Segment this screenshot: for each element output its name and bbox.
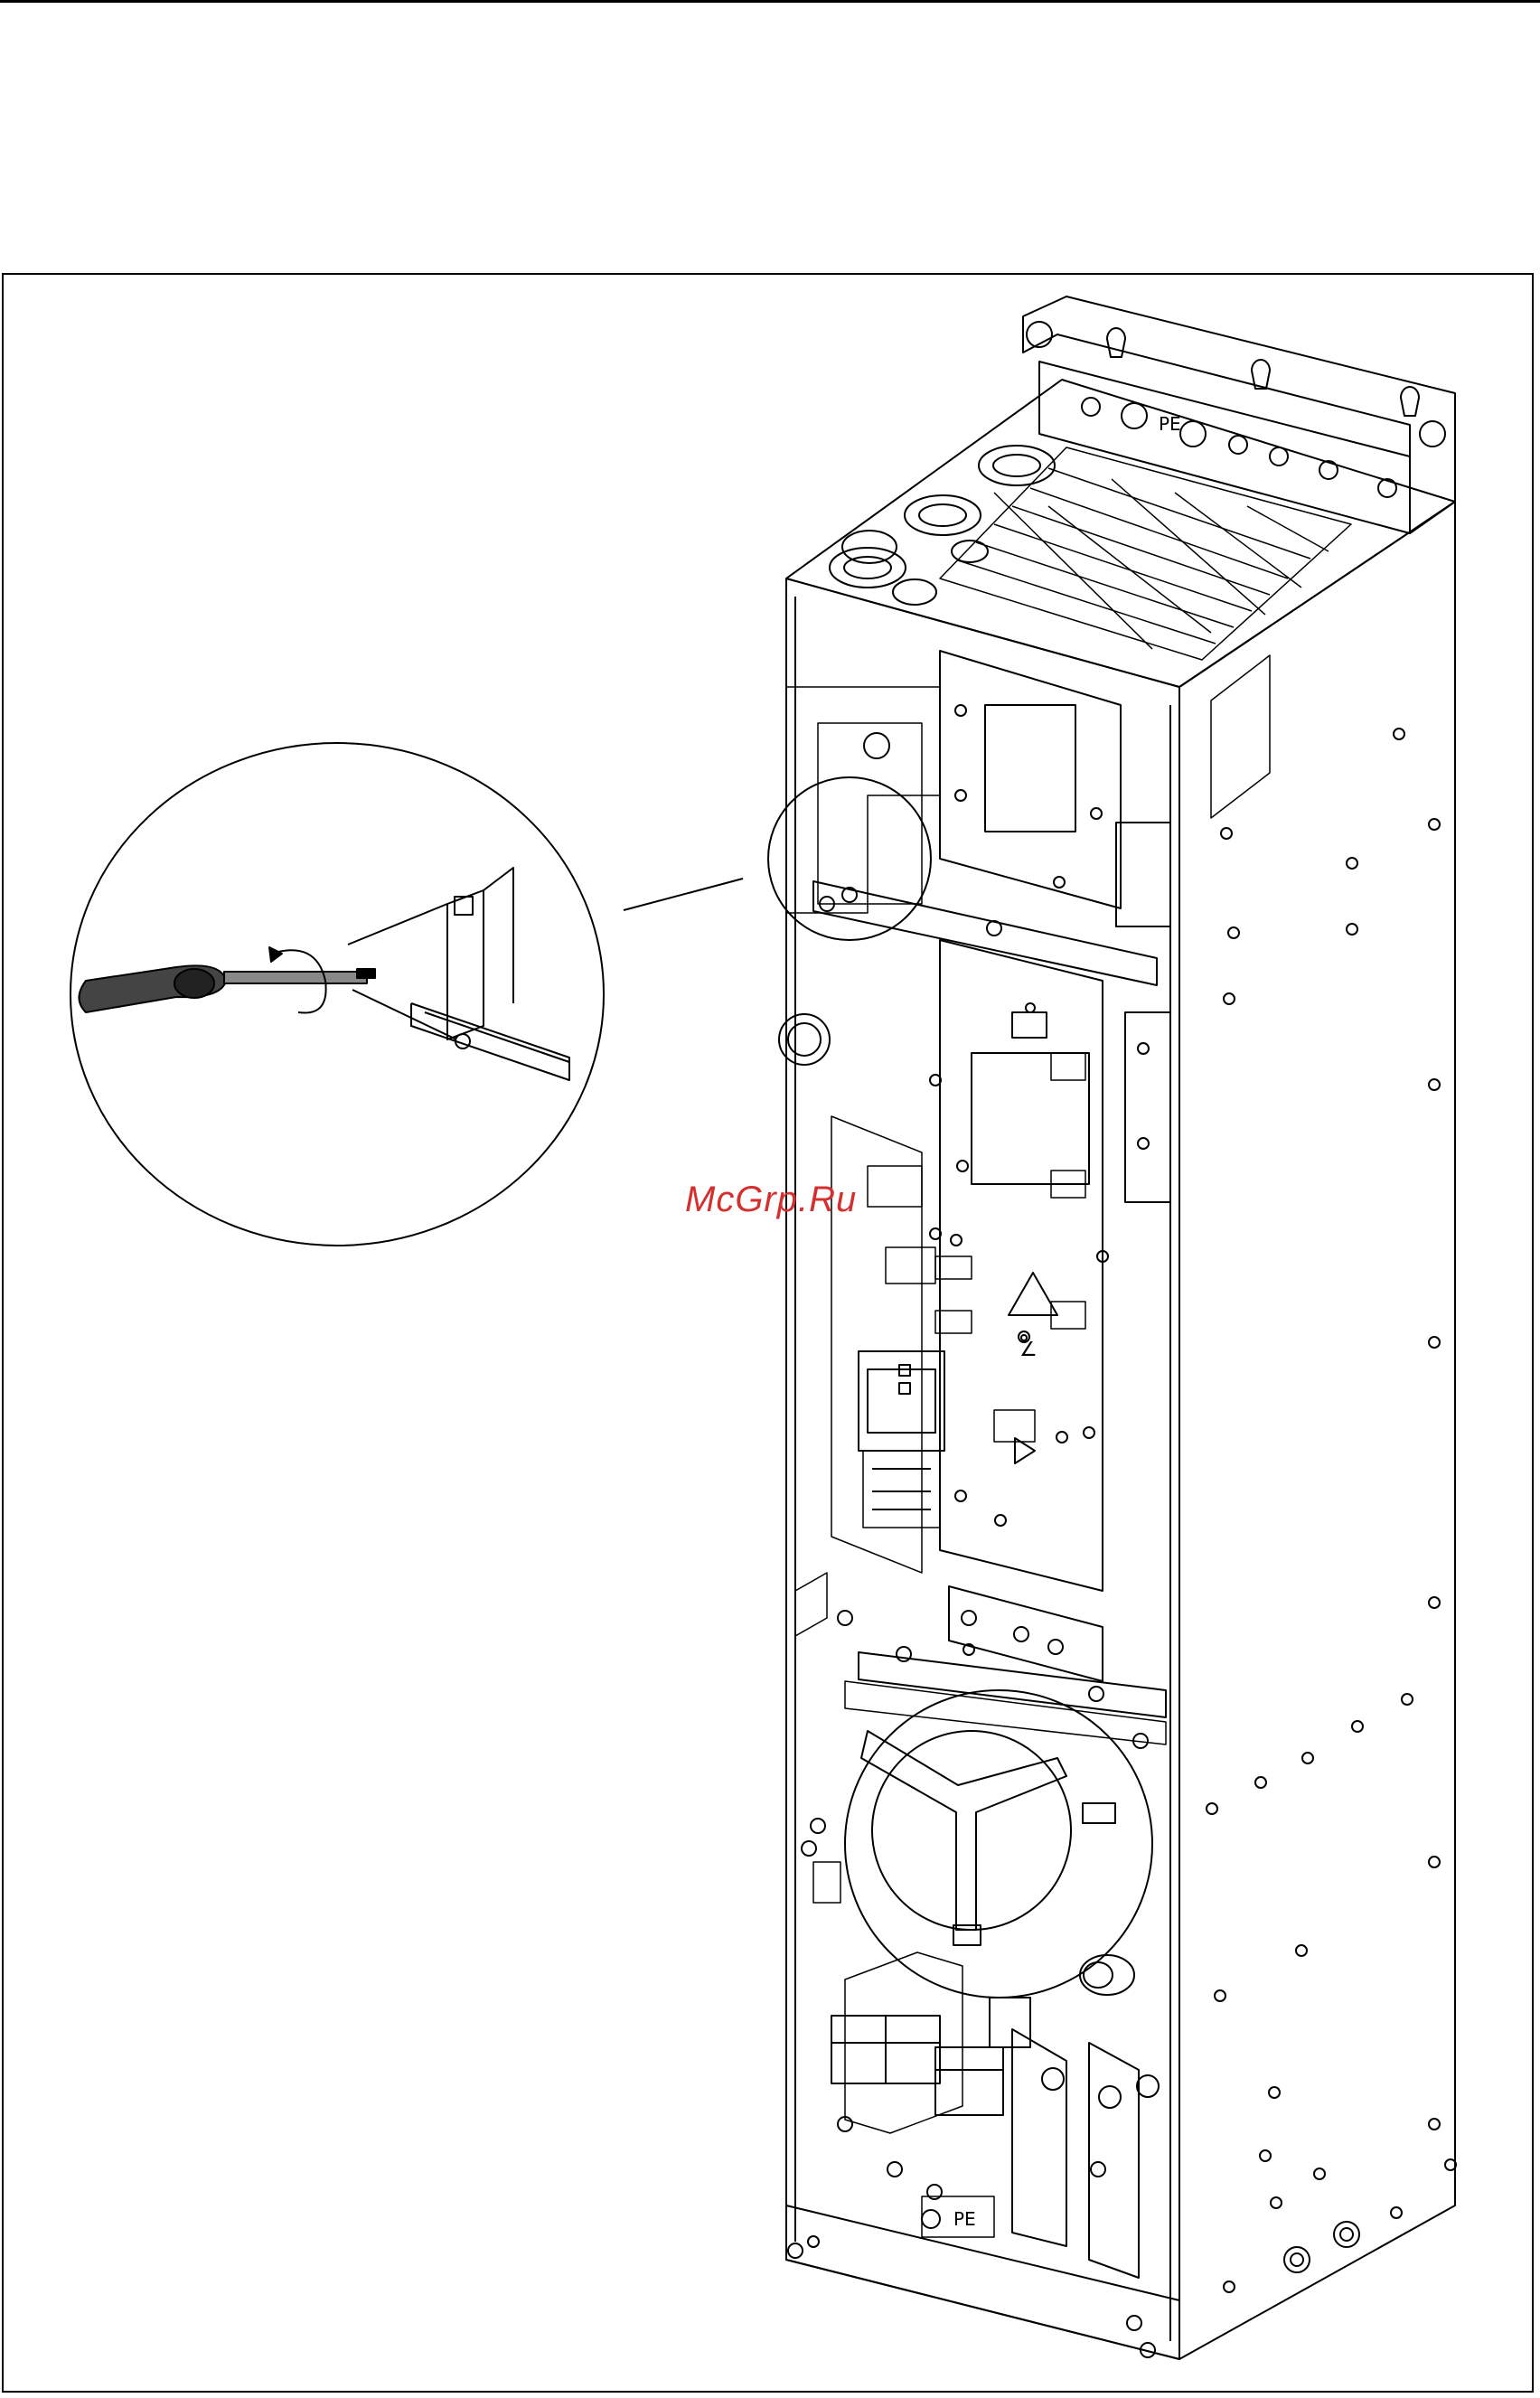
warning-triangle-icon — [1009, 1273, 1057, 1315]
upper-chassis — [786, 651, 1170, 1202]
mounting-bracket: PE — [1023, 296, 1455, 533]
screwdriver-icon — [80, 965, 376, 1012]
svg-text:∠: ∠ — [1019, 1338, 1038, 1360]
control-board: ∠ — [930, 940, 1108, 1591]
pe-label-top: PE — [1159, 413, 1181, 435]
vent-grille — [940, 447, 1351, 660]
cooling-fan — [845, 1690, 1152, 1998]
leader-line — [624, 879, 743, 910]
watermark: McGrp.Ru — [685, 1180, 857, 1220]
detail-magnifier — [70, 743, 604, 1246]
side-panel-holes — [1207, 655, 1456, 2292]
lower-bracket — [845, 1586, 1166, 1748]
highlight-circle — [768, 777, 931, 940]
pe-label-bottom: PE — [953, 2208, 976, 2230]
